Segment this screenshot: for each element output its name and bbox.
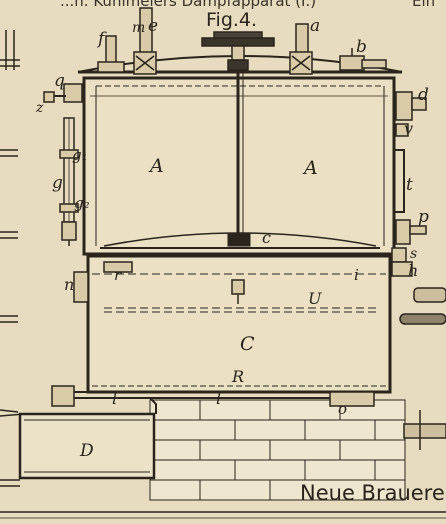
lid-fittings — [97, 7, 387, 75]
label-q: q — [54, 71, 65, 91]
left-edge-fragments — [0, 30, 25, 487]
caption: Neue Brauere — [300, 481, 445, 505]
label-l-left: l — [112, 389, 117, 408]
label-e: e — [148, 16, 158, 36]
brick-foundation — [149, 399, 406, 501]
label-n: n — [64, 275, 74, 294]
label-b: b — [356, 37, 367, 57]
label-D: D — [79, 441, 94, 461]
label-l-right: l — [216, 389, 221, 408]
label-U: U — [308, 289, 322, 308]
label-R: R — [231, 367, 244, 386]
right-edge-fragments — [399, 287, 446, 450]
label-g2: g₂ — [74, 194, 90, 212]
label-h: h — [408, 261, 418, 280]
label-p: p — [418, 207, 429, 227]
label-f: f — [96, 29, 107, 49]
part-labels: a b c d e f g g₁ g₂ h i l l m n o p q r … — [35, 16, 429, 461]
label-A-right: A — [302, 157, 318, 179]
label-c: c — [262, 228, 271, 247]
label-A-left: A — [148, 155, 164, 177]
tank-d — [18, 412, 156, 480]
label-s: s — [410, 246, 417, 262]
label-g: g — [52, 173, 63, 193]
label-m: m — [132, 20, 145, 36]
figure-label: Fig.4. — [206, 9, 257, 31]
label-g1: g₁ — [72, 146, 88, 164]
label-z: z — [35, 100, 44, 116]
label-a: a — [310, 16, 320, 36]
label-o: o — [338, 400, 347, 418]
lower-vessel — [73, 254, 392, 394]
header-fragment: ...h. Kühlmeiers Dampfapparat (I.) — [60, 0, 316, 10]
label-C: C — [240, 333, 255, 355]
label-r: r — [114, 266, 122, 284]
gauge-tube-g — [43, 83, 83, 246]
label-d: d — [418, 85, 429, 105]
label-i: i — [354, 266, 359, 284]
bottom-piping — [51, 385, 375, 414]
upper-vessel — [77, 55, 403, 256]
header-fragment-right: Ein — [412, 0, 435, 10]
label-v: v — [404, 119, 413, 138]
label-t: t — [406, 175, 413, 195]
